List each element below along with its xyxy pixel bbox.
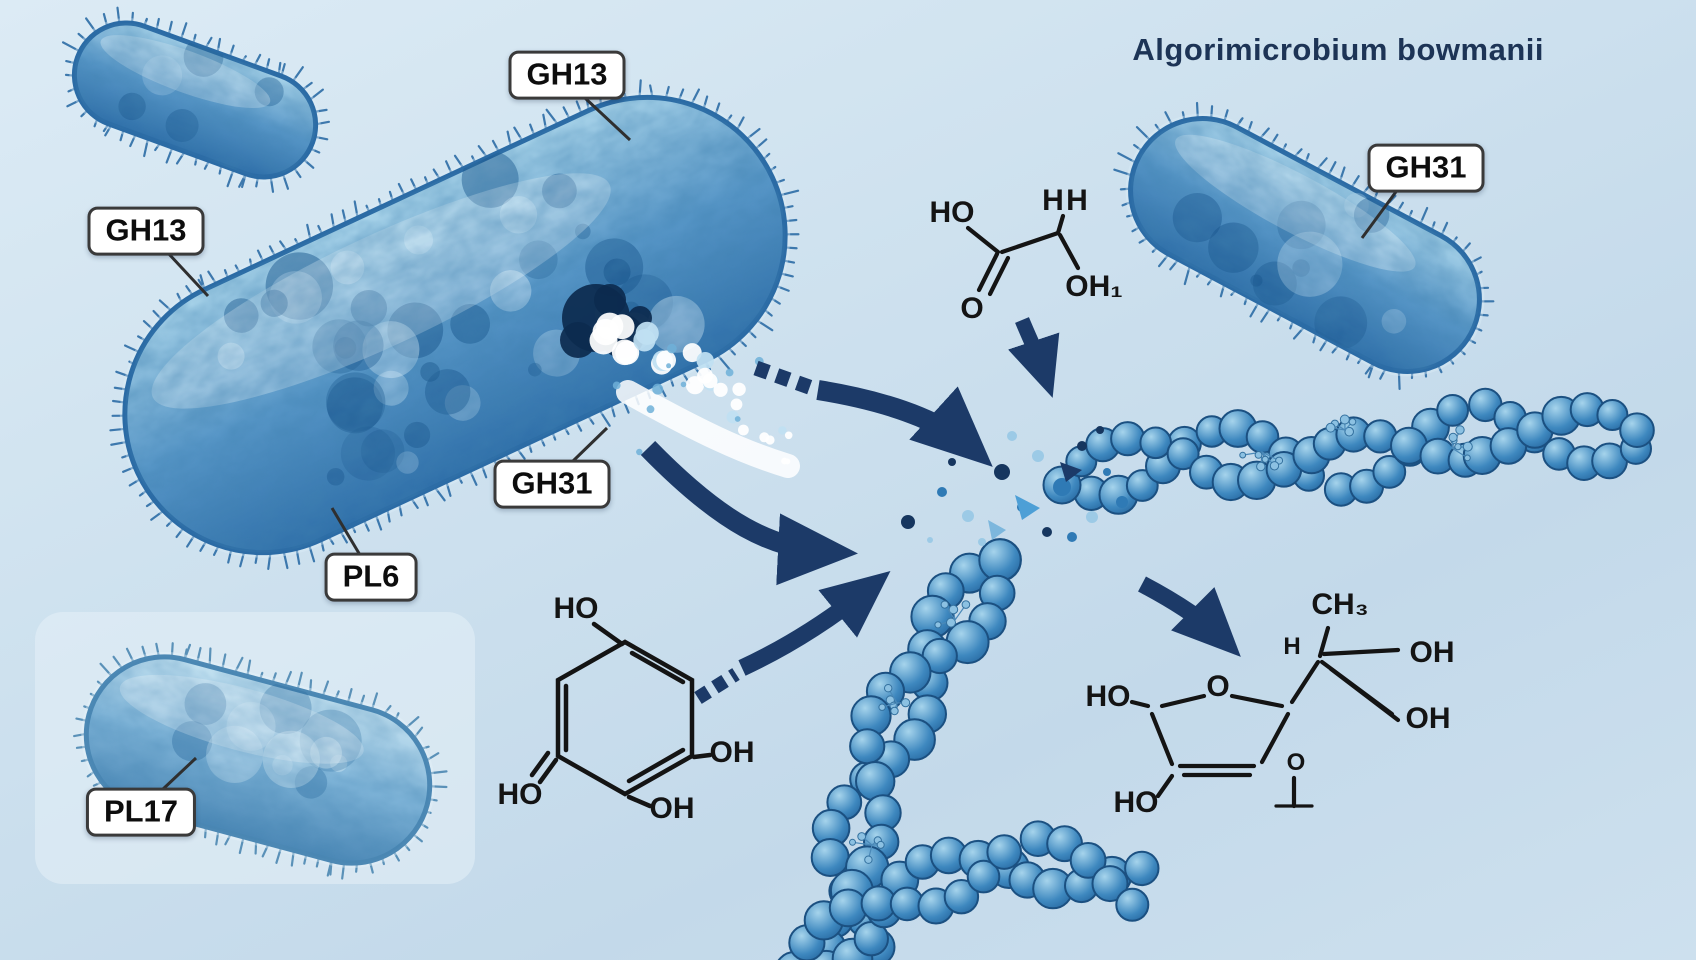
bacterium-large xyxy=(109,79,800,570)
chain-right xyxy=(1042,387,1655,515)
label-connector-layer xyxy=(160,96,1400,792)
chain-bottom xyxy=(777,820,1160,960)
atom-label: HO xyxy=(930,196,975,229)
arrow-dashes-ring xyxy=(694,668,740,704)
atom-label: CH₃ xyxy=(1311,588,1368,621)
connector-gh31-right xyxy=(1360,188,1400,239)
chem-structure-sugar: O H CH₃ OH OH HO HO O xyxy=(1086,588,1455,819)
label-gh31-right: GH31 xyxy=(1367,143,1485,193)
arrow-acid-down xyxy=(1008,317,1060,398)
atom-label: HO xyxy=(1114,786,1159,819)
degradation-burst-layer xyxy=(560,284,1128,546)
polysaccharide-chain-layer xyxy=(777,387,1655,960)
arrow-to-sugar xyxy=(1138,576,1241,657)
arrow-dashes-top xyxy=(753,360,815,396)
arrow-ring-to-center xyxy=(738,570,891,676)
atom-label: OH xyxy=(650,792,695,825)
chain-lower xyxy=(805,538,1022,960)
bacterium-top-left xyxy=(61,6,331,193)
molecule-cluster xyxy=(934,600,971,629)
molecule-cluster xyxy=(1325,414,1357,437)
atom-label: O xyxy=(1206,670,1229,703)
atom-label: O xyxy=(1287,749,1306,776)
atom-label: OH xyxy=(1410,636,1455,669)
label-gh13-left: GH13 xyxy=(87,206,205,256)
species-title: Algorimicrobium bowmanii xyxy=(1132,32,1544,67)
atom-label: HO xyxy=(1086,680,1131,713)
arrow-bacterium-to-center xyxy=(816,380,993,467)
connector-gh13-left xyxy=(166,251,210,298)
label-gh13-top: GH13 xyxy=(508,50,626,100)
label-pl17: PL17 xyxy=(85,787,197,837)
label-text: GH13 xyxy=(105,212,187,248)
label-text: PL6 xyxy=(342,558,400,594)
connector-gh13-top xyxy=(583,96,632,142)
label-text: PL17 xyxy=(103,793,179,829)
label-pl6: PL6 xyxy=(324,552,418,602)
arrow-layer xyxy=(640,317,1241,704)
arrow-curved-lower xyxy=(640,441,858,586)
molecule-cluster xyxy=(1448,425,1473,462)
label-gh31-center: GH31 xyxy=(493,459,611,509)
molecule-cluster xyxy=(1239,451,1284,472)
connector-pl6 xyxy=(330,507,362,556)
atom-label: H xyxy=(1283,633,1300,660)
atom-label: HO xyxy=(554,592,599,625)
label-text: GH31 xyxy=(511,465,593,501)
chem-structure-acid: HO H H O OH₁ xyxy=(930,184,1123,325)
atom-label: O xyxy=(960,292,983,325)
atom-label: H xyxy=(1066,184,1088,217)
connector-pl17 xyxy=(160,756,198,792)
atom-label: OH xyxy=(1406,702,1451,735)
atom-label: HO xyxy=(498,778,543,811)
atom-label: OH xyxy=(710,736,755,769)
label-text: GH13 xyxy=(526,56,608,92)
molecule-cluster xyxy=(849,832,885,864)
molecule-cluster xyxy=(878,684,911,716)
chem-structure-ring: HO OH HO OH xyxy=(498,592,755,825)
atom-label: H xyxy=(1042,184,1064,217)
atom-label: OH₁ xyxy=(1065,270,1122,303)
connector-gh31-center xyxy=(570,426,609,464)
label-text: GH31 xyxy=(1385,149,1467,185)
bacterium-right xyxy=(1113,101,1495,391)
bacteria-layer xyxy=(61,6,1495,880)
